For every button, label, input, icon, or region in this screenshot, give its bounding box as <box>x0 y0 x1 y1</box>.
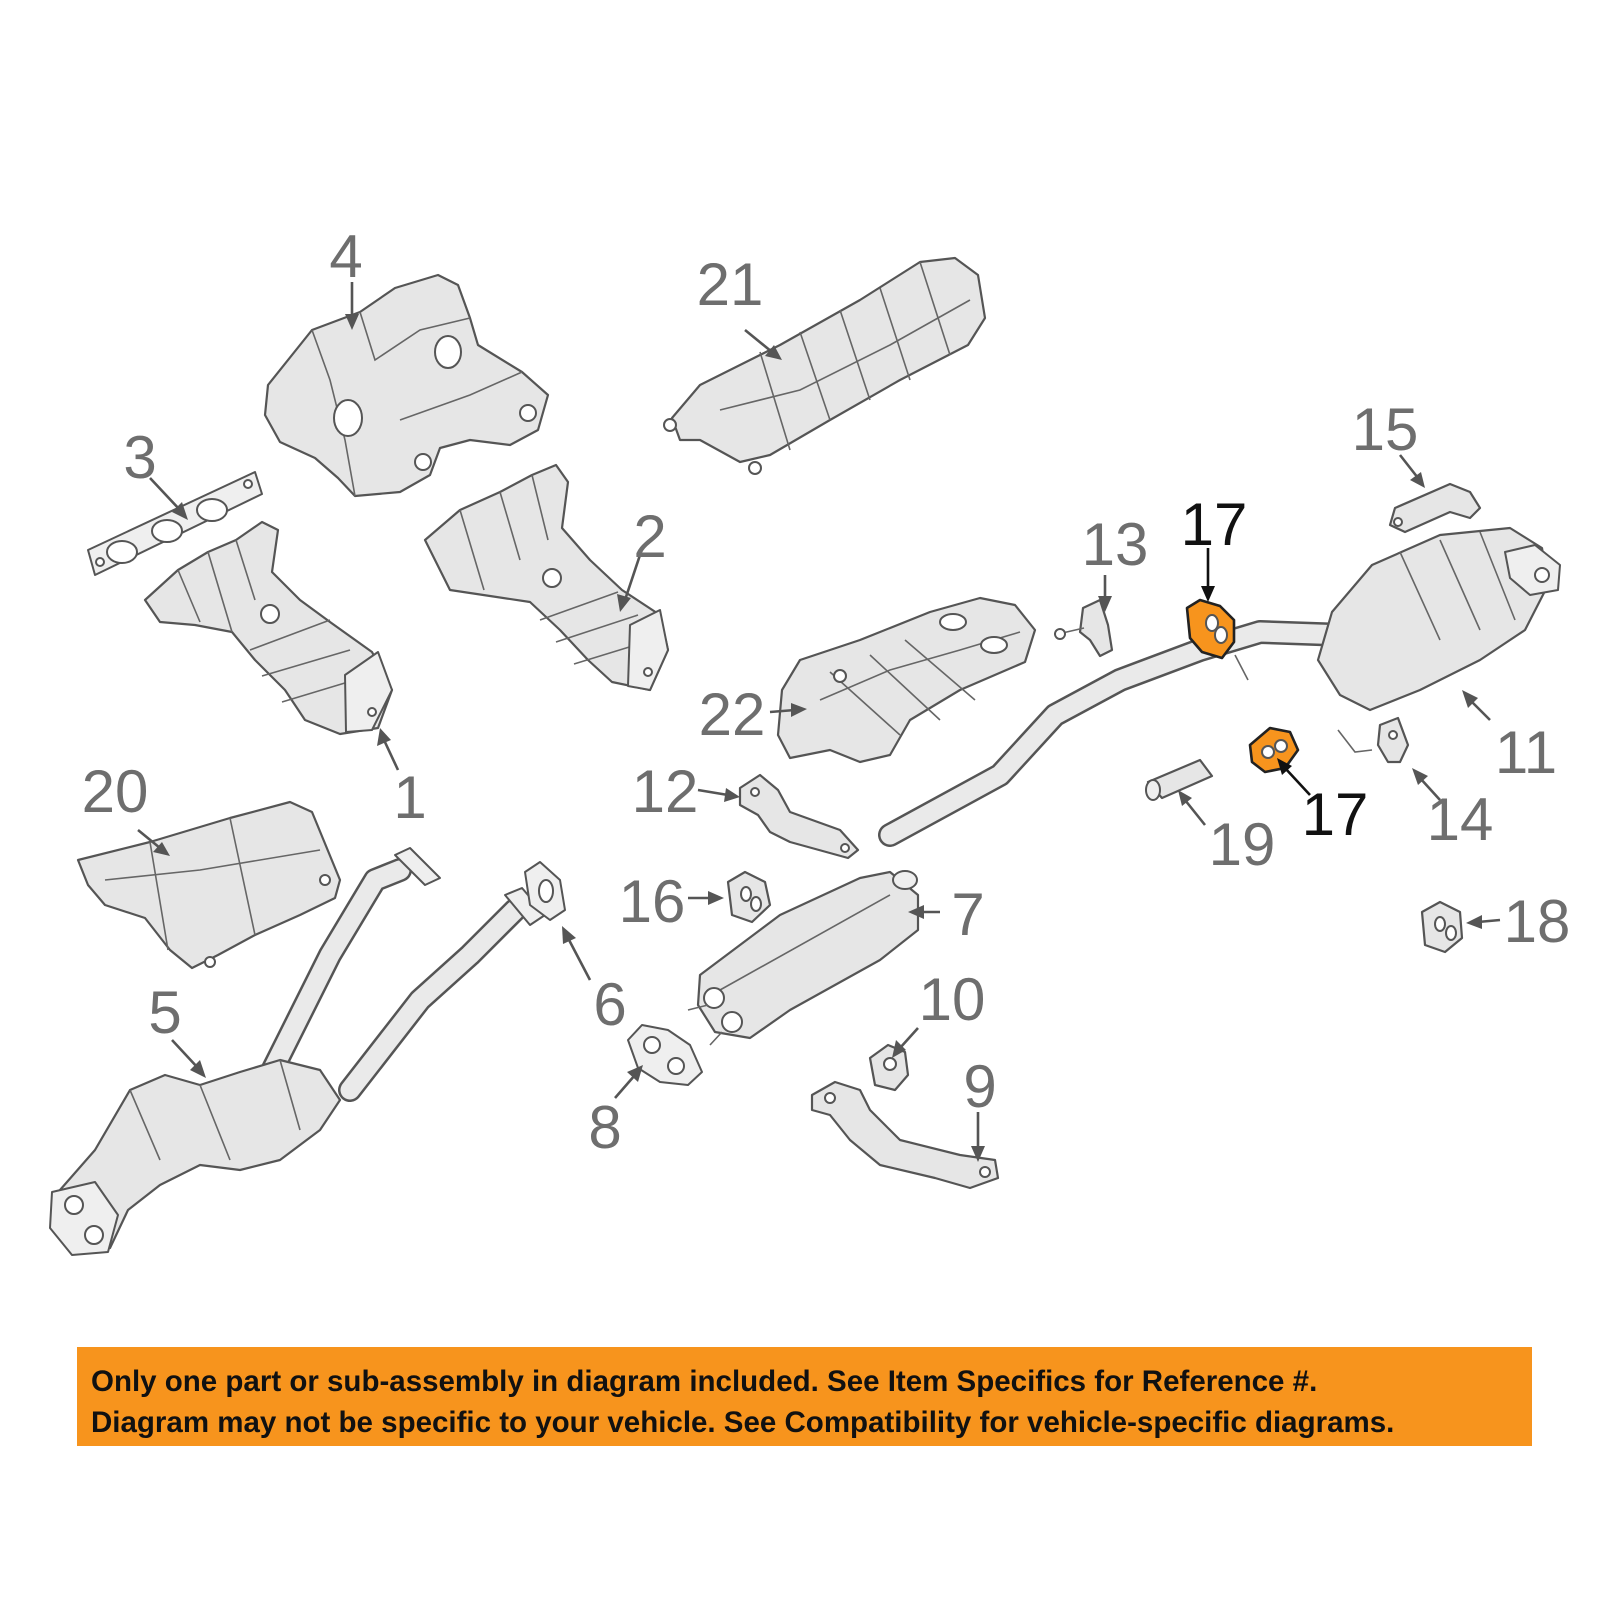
callout-17-lower: 17 <box>1302 781 1369 848</box>
leader-16 <box>688 891 724 905</box>
part-8-outlet-gasket <box>627 1024 703 1086</box>
part-19-pipe-sleeve <box>1145 758 1214 801</box>
callout-20: 20 <box>82 758 149 825</box>
callout-6: 6 <box>593 971 626 1038</box>
callout-16: 16 <box>619 868 686 935</box>
callout-3: 3 <box>123 424 156 491</box>
leader-7 <box>908 905 940 919</box>
callout-8: 8 <box>588 1094 621 1161</box>
part-11-rear-muffler <box>878 526 1561 847</box>
callout-22: 22 <box>699 681 766 748</box>
leader-3 <box>149 477 188 520</box>
leader-2 <box>617 554 642 612</box>
leader-13 <box>1098 575 1112 612</box>
callout-7: 7 <box>951 881 984 948</box>
leader-lines <box>137 282 1501 1162</box>
callout-21: 21 <box>697 251 764 318</box>
callout-5: 5 <box>148 979 181 1046</box>
part-3-manifold-gasket <box>87 471 263 576</box>
leader-5 <box>171 1039 206 1078</box>
leader-10 <box>892 1027 919 1058</box>
leader-21 <box>744 328 782 360</box>
disclaimer-banner: Only one part or sub-assembly in diagram… <box>77 1347 1532 1446</box>
leader-17a <box>1201 548 1215 602</box>
callout-18: 18 <box>1504 888 1571 955</box>
leader-15 <box>1398 454 1425 488</box>
callout-1: 1 <box>393 764 426 831</box>
part-6-flange-gasket <box>524 861 566 921</box>
leader-17b <box>1277 758 1311 796</box>
callout-4: 4 <box>329 223 362 290</box>
part-7-center-muffler <box>687 870 920 1046</box>
part-14-hanger <box>1337 716 1410 764</box>
callout-15: 15 <box>1352 396 1419 463</box>
leader-9 <box>971 1112 985 1162</box>
part-13-hanger-bracket <box>1054 598 1114 658</box>
part-21-tunnel-heat-shield <box>663 256 987 475</box>
part-20-floor-heat-shield <box>76 800 342 970</box>
part-22-center-heat-shield <box>776 596 1037 764</box>
callout-19: 19 <box>1209 811 1276 878</box>
part-16-rubber-hanger <box>726 870 772 924</box>
callout-9: 9 <box>963 1053 996 1120</box>
part-15-bracket <box>1388 482 1482 534</box>
callout-12: 12 <box>632 758 699 825</box>
leader-18 <box>1466 915 1501 929</box>
part-1-exhaust-manifold <box>143 520 394 736</box>
part-17-rubber-hanger-upper <box>1185 598 1236 660</box>
leader-6 <box>562 926 592 981</box>
part-12-bracket <box>738 773 860 860</box>
part-5-front-pipe <box>49 847 546 1256</box>
callout-13: 13 <box>1082 511 1149 578</box>
leader-8 <box>614 1065 643 1099</box>
leader-12 <box>697 788 740 802</box>
callout-2: 2 <box>633 503 666 570</box>
leader-22 <box>769 703 807 717</box>
leader-1 <box>377 728 400 771</box>
part-9-hanger-bracket <box>810 1080 1000 1190</box>
leader-20 <box>137 828 170 856</box>
callout-numbers: 1 2 3 4 5 6 7 8 9 10 11 12 13 14 15 16 1… <box>82 223 1571 1161</box>
callout-14: 14 <box>1427 786 1494 853</box>
disclaimer-line-2: Diagram may not be specific to your vehi… <box>91 1406 1395 1439</box>
part-18-rubber-hanger <box>1420 900 1464 954</box>
leader-19 <box>1178 790 1207 826</box>
callout-10: 10 <box>919 966 986 1033</box>
part-10-rubber-hanger <box>868 1043 910 1092</box>
leader-14 <box>1412 768 1441 801</box>
part-4-heat-shield <box>263 273 550 498</box>
part-2-exhaust-manifold <box>423 463 670 692</box>
disclaimer-line-1: Only one part or sub-assembly in diagram… <box>91 1365 1318 1398</box>
callout-17-upper: 17 <box>1181 491 1248 558</box>
part-17-rubber-hanger-lower <box>1248 726 1300 774</box>
leader-11 <box>1462 690 1491 721</box>
callout-11: 11 <box>1495 719 1557 786</box>
leader-4 <box>345 282 359 330</box>
